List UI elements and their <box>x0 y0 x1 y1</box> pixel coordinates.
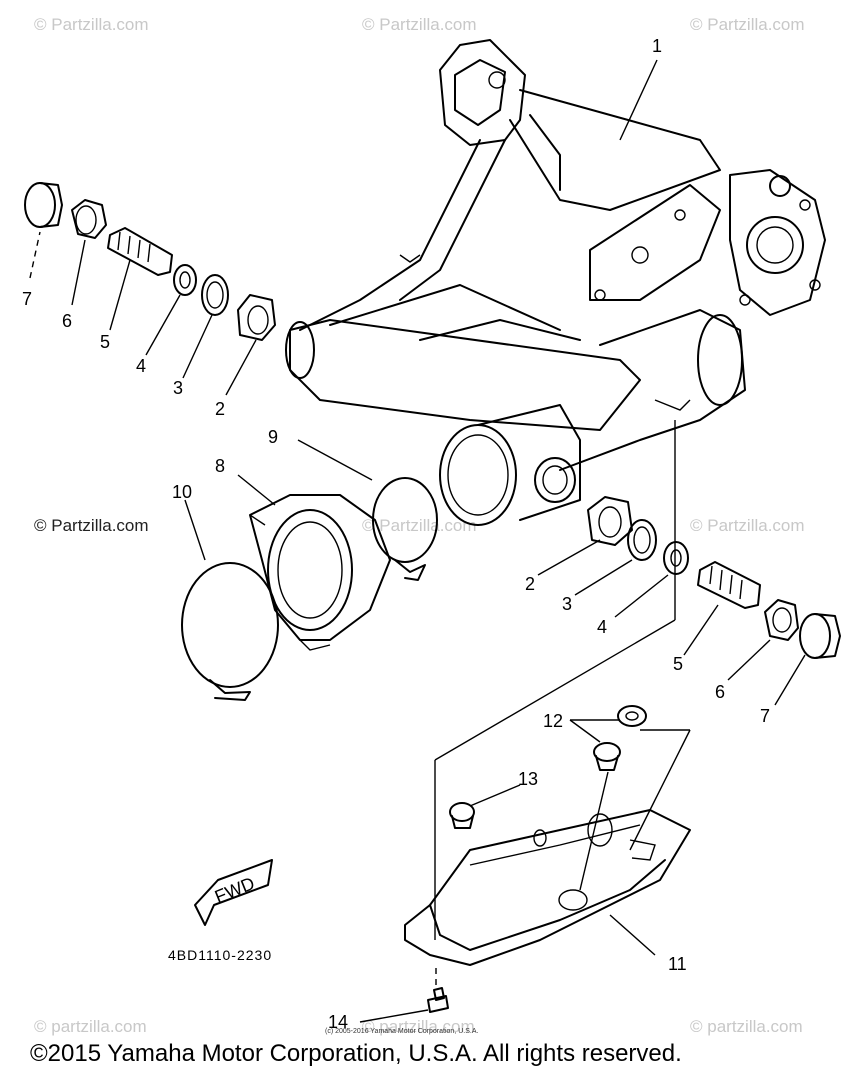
copyright-footer: ©2015 Yamaha Motor Corporation, U.S.A. A… <box>30 1040 682 1067</box>
callout-4: 4 <box>597 617 607 637</box>
watermark: © Partzilla.com <box>690 516 805 535</box>
callout-numbers: 1 7 6 5 4 3 2 9 8 10 2 3 4 5 6 7 12 13 1… <box>22 36 770 1032</box>
watermark-dark: © Partzilla.com <box>34 516 149 535</box>
right-pivot-parts <box>587 496 841 659</box>
callout-8: 8 <box>215 456 225 476</box>
inline-copyright: (c) 2005-2016 Yamaha Motor Corporation, … <box>325 1028 478 1035</box>
callout-6: 6 <box>715 682 725 702</box>
leader-lines <box>29 59 806 1023</box>
guard-plate <box>404 705 691 1013</box>
diagram-code: 4BD1110-2230 <box>168 947 272 963</box>
watermark: © partzilla.com <box>690 1017 803 1036</box>
callout-14: 14 <box>328 1012 348 1032</box>
callout-2: 2 <box>525 574 535 594</box>
callout-5: 5 <box>100 332 110 352</box>
watermark: © partzilla.com <box>362 1017 475 1036</box>
callout-7: 7 <box>22 289 32 309</box>
callout-6: 6 <box>62 311 72 331</box>
watermark: © Partzilla.com <box>34 15 149 34</box>
callout-11: 11 <box>668 954 687 974</box>
boot-and-bands <box>181 477 438 701</box>
watermark: © Partzilla.com <box>362 15 477 34</box>
callout-7: 7 <box>760 706 770 726</box>
callout-1: 1 <box>652 36 662 56</box>
swingarm-drawing <box>285 39 826 526</box>
callout-9: 9 <box>268 427 278 447</box>
callout-12: 12 <box>543 711 563 731</box>
watermark-group: © Partzilla.com © Partzilla.com © Partzi… <box>34 15 805 1036</box>
fwd-arrow: FWD <box>194 859 273 926</box>
watermark: © partzilla.com <box>34 1017 147 1036</box>
callout-4: 4 <box>136 356 146 376</box>
callout-2: 2 <box>215 399 225 419</box>
left-pivot-parts <box>24 182 276 341</box>
callout-3: 3 <box>562 594 572 614</box>
callout-3: 3 <box>173 378 183 398</box>
callout-5: 5 <box>673 654 683 674</box>
watermark: © Partzilla.com <box>362 516 477 535</box>
callout-13: 13 <box>518 769 538 789</box>
watermark: © Partzilla.com <box>690 15 805 34</box>
callout-10: 10 <box>172 482 192 502</box>
fwd-label: FWD <box>212 873 257 907</box>
